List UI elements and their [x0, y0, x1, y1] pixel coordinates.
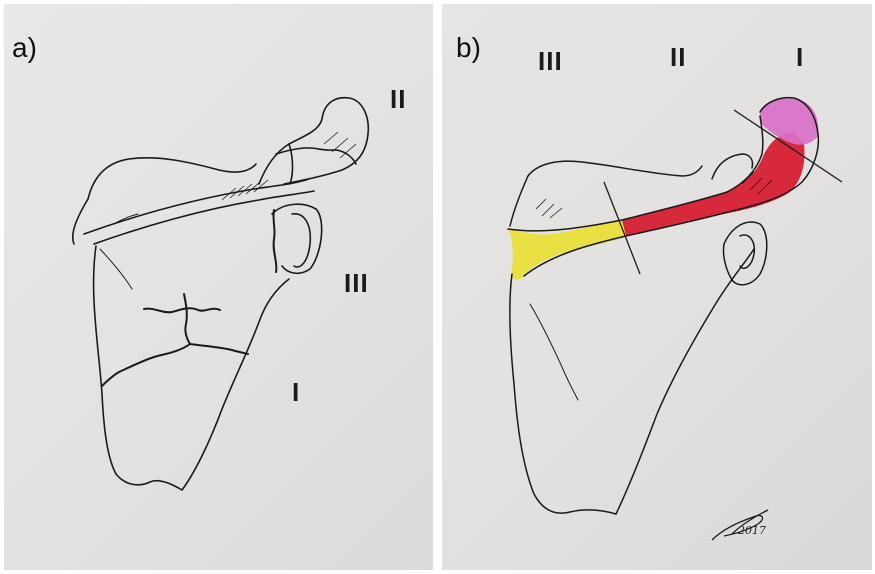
- zone-label-i: I: [292, 379, 300, 405]
- scapula-zones-drawing: [442, 4, 872, 570]
- zone-label-ii: II: [390, 86, 406, 112]
- zone-label-iii: III: [538, 48, 563, 74]
- zone-ii-region: [622, 132, 804, 236]
- zone-label-i: I: [796, 44, 804, 70]
- zone-label-ii: II: [670, 44, 686, 70]
- panel-b-label: b): [456, 34, 481, 62]
- signature-year: 2017: [738, 524, 766, 537]
- panel-a: a) II III I: [4, 4, 433, 570]
- panel-a-label: a): [12, 34, 37, 62]
- panel-b: b) III II I 2017: [442, 4, 872, 570]
- zone-i-region: [760, 98, 818, 144]
- zone-label-iii: III: [344, 270, 369, 296]
